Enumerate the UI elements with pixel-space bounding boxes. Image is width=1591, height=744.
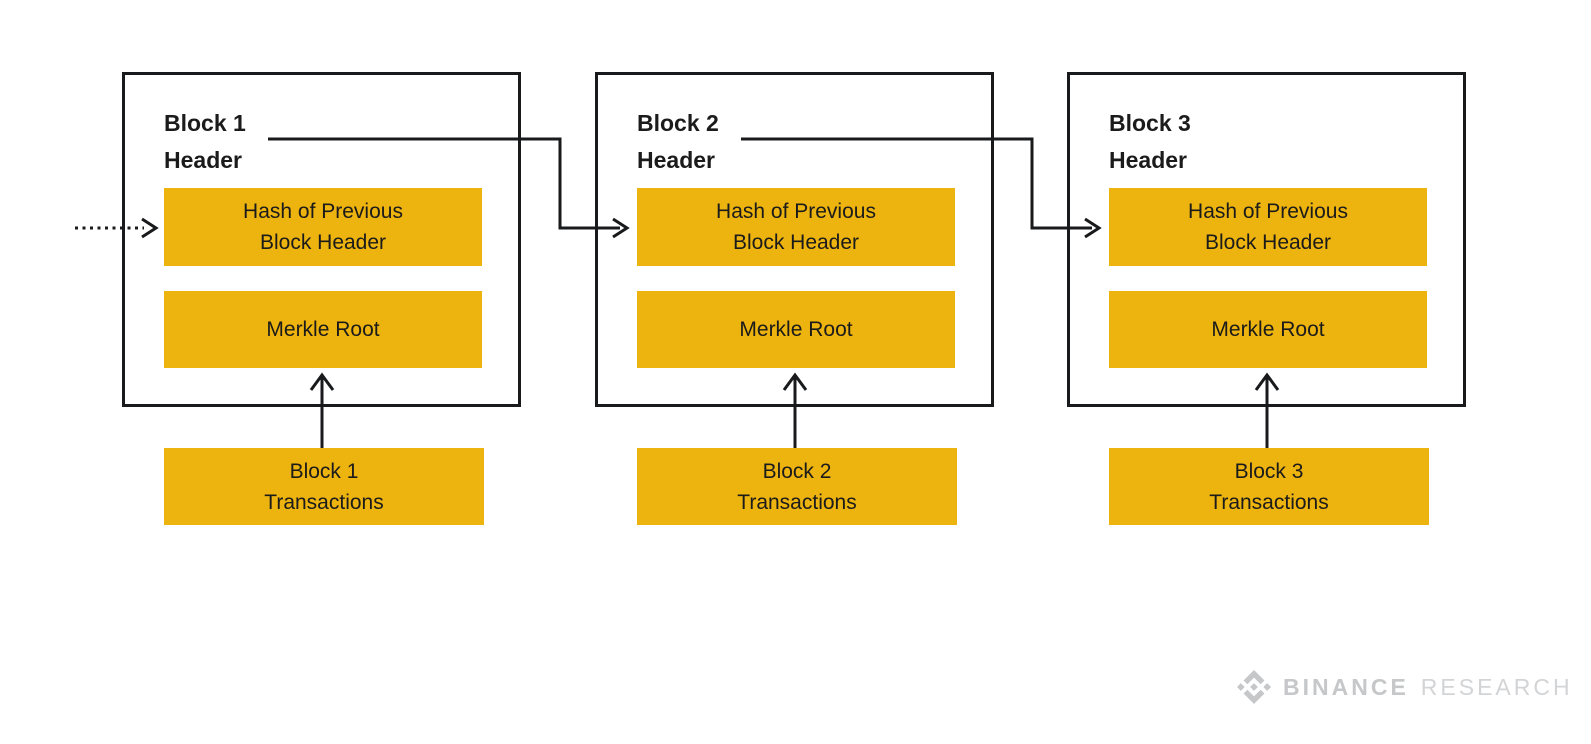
block-1: Block 1 Header Hash of Previous Block He… xyxy=(122,72,521,407)
tx-label-line1: Block 1 xyxy=(289,459,359,483)
block-3-title-line1: Block 3 xyxy=(1109,110,1191,136)
logo-division-text: RESEARCH xyxy=(1420,673,1573,700)
block-3-title: Block 3 Header xyxy=(1109,105,1191,179)
tx-label-line1: Block 3 xyxy=(1234,459,1304,483)
binance-diamond-icon xyxy=(1237,670,1271,704)
hash-label-line1: Hash of Previous xyxy=(716,200,876,223)
block-1-merkle-root-box: Merkle Root xyxy=(164,291,482,368)
hash-label-line2: Block Header xyxy=(732,231,860,254)
block-1-title: Block 1 Header xyxy=(164,105,246,179)
merkle-label: Merkle Root xyxy=(1211,318,1325,341)
binance-research-logo: BINANCE RESEARCH xyxy=(1237,668,1573,706)
block-1-title-line2: Header xyxy=(164,147,242,173)
block-2-hash-of-previous-box: Hash of Previous Block Header xyxy=(637,188,955,266)
tx-label-line1: Block 2 xyxy=(762,459,832,483)
hash-label-line2: Block Header xyxy=(259,231,387,254)
block-3-merkle-root-box: Merkle Root xyxy=(1109,291,1427,368)
hash-label-line1: Hash of Previous xyxy=(1188,200,1348,223)
block-2-merkle-root-box: Merkle Root xyxy=(637,291,955,368)
tx-label-line2: Transactions xyxy=(1209,490,1329,514)
block-2-title-line1: Block 2 xyxy=(637,110,719,136)
block-2-title-line2: Header xyxy=(637,147,715,173)
block-1-title-line1: Block 1 xyxy=(164,110,246,136)
block-2: Block 2 Header Hash of Previous Block He… xyxy=(595,72,994,407)
block-2-transactions-box: Block 2 Transactions xyxy=(637,448,957,525)
block-3: Block 3 Header Hash of Previous Block He… xyxy=(1067,72,1466,407)
block-3-transactions-box: Block 3 Transactions xyxy=(1109,448,1429,525)
merkle-label: Merkle Root xyxy=(739,318,853,341)
block-1-hash-of-previous-box: Hash of Previous Block Header xyxy=(164,188,482,266)
block-3-title-line2: Header xyxy=(1109,147,1187,173)
hash-label-line2: Block Header xyxy=(1204,231,1332,254)
logo-brand-text: BINANCE xyxy=(1283,673,1409,700)
block-2-title: Block 2 Header xyxy=(637,105,719,179)
hash-label-line1: Hash of Previous xyxy=(243,200,403,223)
block-3-hash-of-previous-box: Hash of Previous Block Header xyxy=(1109,188,1427,266)
block-1-transactions-box: Block 1 Transactions xyxy=(164,448,484,525)
tx-label-line2: Transactions xyxy=(737,490,857,514)
merkle-label: Merkle Root xyxy=(266,318,380,341)
tx-label-line2: Transactions xyxy=(264,490,384,514)
